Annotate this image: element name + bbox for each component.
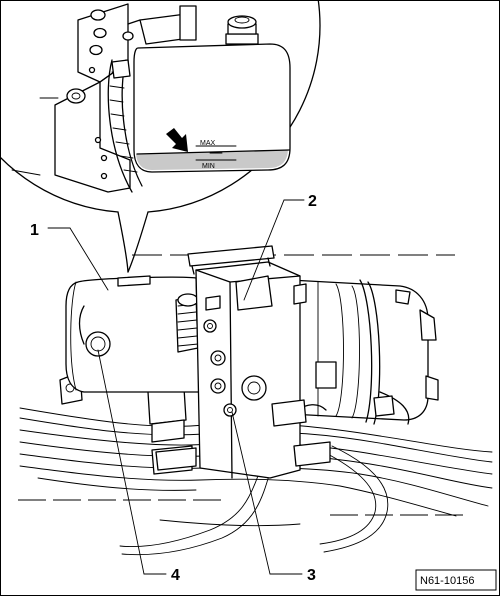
valve-block: [155, 245, 331, 479]
detail-port-1: [90, 9, 106, 21]
callout-2: 2: [308, 193, 317, 210]
detail-port-4: [122, 31, 134, 41]
level-arrow-icon: [166, 128, 188, 152]
detail-port-3: [89, 44, 103, 56]
detail-reservoir: MAX MIN: [107, 5, 291, 193]
valve-port-1: [203, 319, 217, 333]
fluid-reservoir: [65, 275, 201, 393]
callout-4: 4: [171, 567, 180, 584]
max-mark-label: MAX: [200, 140, 216, 147]
callout-1: 1: [30, 222, 39, 239]
detail-magnifier: [0, 0, 321, 273]
reference-code-box: [415, 569, 497, 591]
callout-3: 3: [307, 567, 316, 584]
detail-port-2: [93, 27, 107, 39]
center-lines: [18, 254, 465, 516]
valve-port-2: [210, 350, 226, 366]
pump-motor: [289, 279, 439, 425]
filler-cap: [85, 331, 111, 357]
reference-code: N61-10156: [420, 575, 474, 587]
detail-valve-block: [54, 3, 134, 193]
connecting-hose: [175, 293, 199, 353]
wiring-harness: [19, 407, 493, 556]
valve-port-4: [241, 375, 267, 401]
valve-screw: [223, 403, 237, 417]
min-mark-label: MIN: [202, 163, 215, 170]
detail-port-5: [66, 88, 86, 104]
callout-leaders: [47, 199, 305, 575]
valve-port-3: [210, 378, 226, 394]
